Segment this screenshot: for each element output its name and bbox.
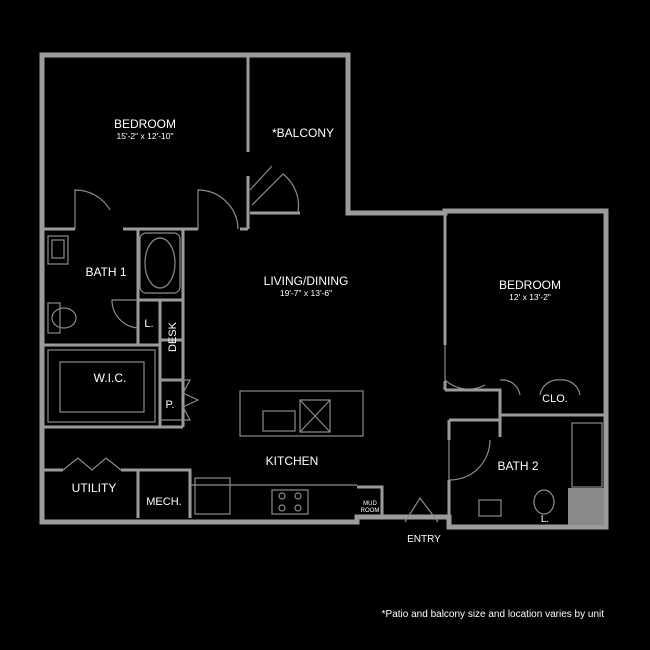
linen1-name: L. — [144, 318, 153, 330]
linen2-name: L. — [541, 514, 549, 525]
bedroom2-size: 12' x 13'-2" — [509, 292, 551, 302]
mudroom-line1: MUD — [363, 501, 377, 507]
closet2-name: CLO. — [542, 393, 568, 405]
bath2-name: BATH 2 — [497, 459, 538, 473]
bath1-name: BATH 1 — [85, 265, 126, 279]
mech-name: MECH. — [146, 496, 181, 508]
balcony-name: *BALCONY — [272, 126, 334, 140]
living-name: LIVING/DINING — [264, 274, 349, 288]
fixtures — [47, 232, 603, 517]
pantry-name: P. — [166, 399, 175, 411]
bedroom2-name: BEDROOM — [499, 278, 561, 292]
utility-name: UTILITY — [72, 481, 117, 495]
bedroom1-size: 15'-2" x 12'-10" — [116, 131, 173, 141]
labels: BEDROOM 15'-2" x 12'-10" *BALCONY BATH 1… — [72, 117, 568, 545]
mudroom-line2: ROOM — [361, 508, 380, 514]
footnote: *Patio and balcony size and location var… — [381, 609, 604, 620]
kitchen-name: KITCHEN — [266, 454, 319, 468]
living-size: 19'-7" x 13'-6" — [280, 288, 332, 298]
wic-name: W.I.C. — [94, 371, 127, 385]
entry-name: ENTRY — [407, 534, 441, 545]
bedroom1-name: BEDROOM — [114, 117, 176, 131]
desk-name: DESK — [167, 321, 179, 352]
interior-walls — [44, 57, 606, 518]
bath2-shower — [568, 488, 604, 525]
door-swings — [62, 165, 581, 523]
